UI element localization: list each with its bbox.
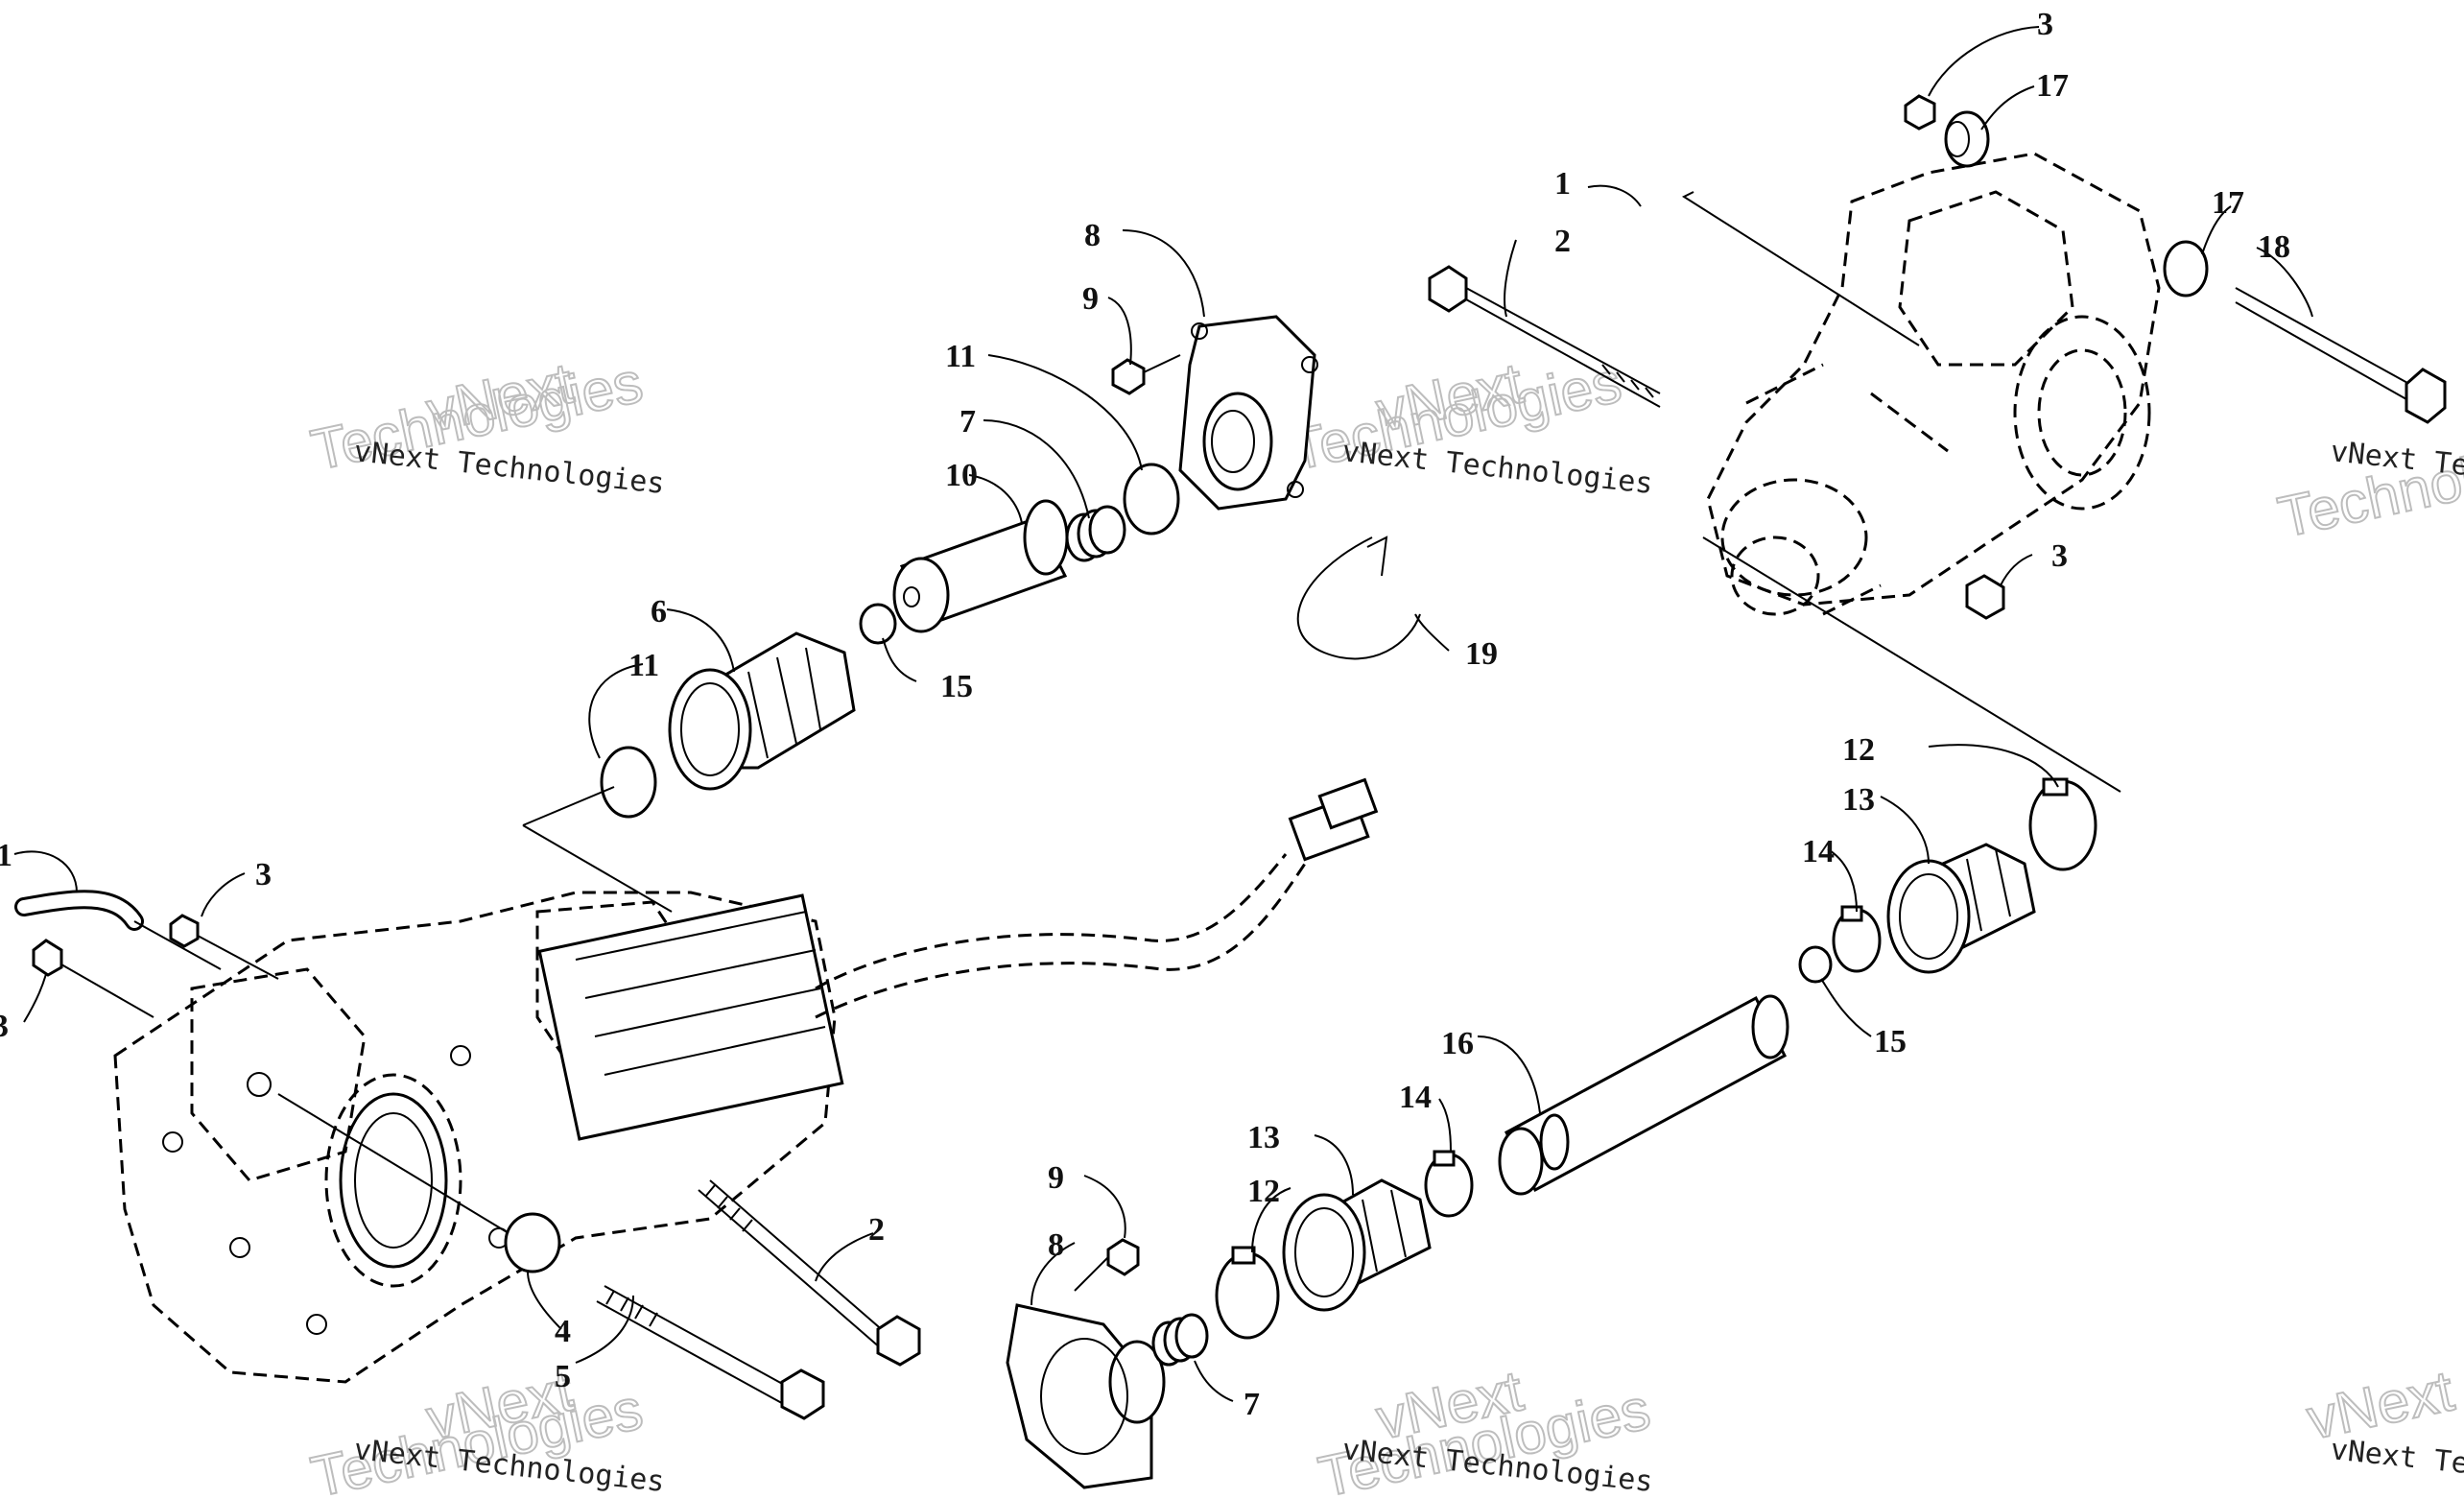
o-ring-11-top: [1123, 463, 1180, 535]
bolt-18: [2235, 287, 2447, 424]
callout-14-right: 14: [1802, 834, 1835, 869]
rear-gear-housing: [1706, 152, 2161, 616]
bolt-2-low: [698, 1179, 921, 1367]
callout-19: 19: [1465, 636, 1498, 672]
callout-11-top: 11: [945, 339, 976, 374]
callout-8-low: 8: [1048, 1227, 1064, 1263]
bolt-5: [596, 1285, 825, 1420]
callout-17-top: 17: [2036, 68, 2069, 104]
clamp-12-right: [2028, 777, 2097, 871]
clamp-14-low: [1424, 1150, 1474, 1218]
flange-8-low: [1006, 1303, 1166, 1489]
spacer-17-right: [2163, 240, 2209, 297]
spacer-4: [277, 1093, 561, 1273]
watermark-text: vNext Technologies: [352, 435, 666, 501]
callout-13-low: 13: [1247, 1120, 1280, 1155]
callout-17-right: 17: [2212, 185, 2244, 221]
front-gearcase-housing: [113, 891, 844, 1384]
clamp-12-low: [1215, 1246, 1280, 1340]
bolt-2-top: [1428, 265, 1661, 408]
callout-16: 16: [1441, 1026, 1474, 1061]
bolt-9-top: [1111, 354, 1181, 395]
callout-12-right: 12: [1842, 732, 1875, 768]
callout-11-mid: 11: [628, 648, 659, 683]
clamp-14-right: [1832, 905, 1882, 973]
callout-7-low: 7: [1244, 1387, 1260, 1422]
nut-3-right: [1965, 574, 2005, 620]
callout-4: 4: [555, 1314, 571, 1349]
spring-7-low: [1151, 1313, 1209, 1367]
watermark-text: vNext Technologies: [2329, 1433, 2464, 1499]
callout-2-top: 2: [1554, 224, 1571, 259]
bolt-9-low: [1074, 1238, 1140, 1292]
callout-3-left-b: 3: [0, 1009, 9, 1044]
callout-9-top: 9: [1082, 281, 1099, 317]
callout-5: 5: [555, 1359, 571, 1394]
callout-1-top: 1: [1554, 166, 1571, 202]
nut-3-left-b: [32, 939, 154, 1018]
callout-3-right: 3: [2051, 538, 2068, 574]
watermark-big: Technologies: [2273, 416, 2464, 549]
shaft-16: [1498, 994, 1789, 1196]
flange-8-top: [1178, 315, 1318, 511]
callout-15-right: 15: [1874, 1024, 1907, 1059]
seal-15-right: [1798, 945, 1833, 984]
watermark-text: vNext Technologies: [1340, 435, 1654, 501]
callout-3-left-a: 3: [255, 857, 272, 892]
nut-3-left-a: [169, 914, 279, 980]
callout-10: 10: [945, 458, 978, 493]
spring-7-top: [1065, 505, 1126, 562]
wiring-harness: [815, 777, 1379, 1019]
watermark-group: Technologies vNext vNext Technologies Te…: [305, 348, 2464, 1499]
seal-15-top: [859, 603, 897, 645]
spacer-17-top: [1944, 110, 1990, 168]
callout-3-top: 3: [2037, 7, 2053, 42]
callout-6: 6: [651, 594, 667, 630]
o-ring-11-mid: [600, 746, 657, 819]
boot-6: [668, 631, 856, 791]
boot-13-right: [1886, 843, 2036, 974]
callout-2-low: 2: [868, 1212, 885, 1248]
callout-8-top: 8: [1084, 218, 1101, 253]
boot-13-low: [1282, 1178, 1432, 1312]
callout-9-low: 9: [1048, 1160, 1064, 1196]
shaft-10: [892, 499, 1069, 633]
nut-3-top: [1904, 94, 1936, 131]
callout-13-right: 13: [1842, 782, 1875, 818]
callout-15-top: 15: [940, 669, 973, 704]
callout-14-low: 14: [1399, 1080, 1432, 1115]
callout-1-left: 1: [0, 838, 12, 873]
clip-19: [1296, 536, 1421, 660]
callout-18: 18: [2258, 229, 2290, 265]
callout-labels: 1 2 3 17 17 18 3 19 8 9 11 7 10 6 15 11 …: [0, 7, 2290, 1422]
callout-7-top: 7: [960, 404, 976, 440]
callout-12-low: 12: [1247, 1174, 1280, 1209]
leader-lines: [13, 26, 2313, 1402]
